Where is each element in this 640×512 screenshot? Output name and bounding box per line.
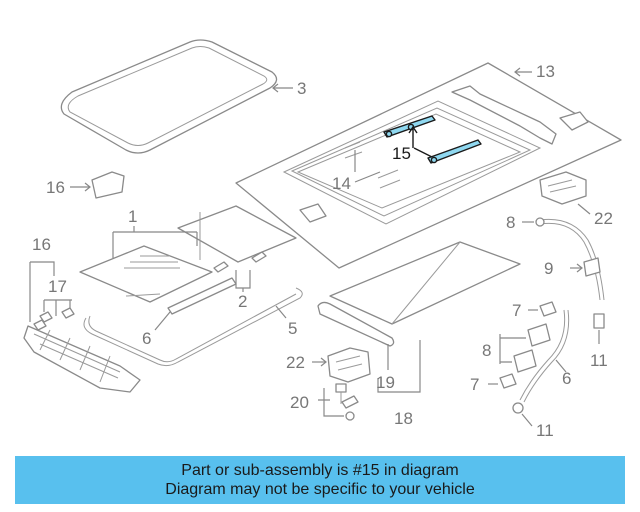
part-17-deflector: [23, 261, 141, 393]
part-6-rear-hose: [519, 309, 570, 403]
callout-2: 2: [238, 292, 247, 311]
callout-5: 5: [288, 319, 297, 338]
callout-15: 15: [392, 144, 411, 163]
callout-16: 16: [46, 178, 65, 197]
part-4-strip: [154, 277, 237, 331]
banner-line-1: Part or sub-assembly is #15 in diagram: [181, 462, 459, 479]
callout-17: 16: [32, 235, 51, 254]
part-11-clamp: [512, 402, 533, 427]
callout-22-lower: 22: [286, 353, 305, 372]
callout-21: 20: [290, 393, 309, 412]
part-7-clips: [488, 301, 557, 389]
part-21-screw: [318, 383, 359, 421]
part-22-motor-upper: [539, 171, 591, 215]
callout-10: 9: [544, 259, 553, 278]
callout-19: 18: [394, 409, 413, 428]
part-12-valve: [593, 313, 605, 344]
callout-14: 14: [332, 174, 351, 193]
parts-diagram: 3 13 15 14 16: [23, 39, 622, 440]
part-3-glass-seal: [60, 39, 293, 154]
part-8-brackets: [499, 323, 551, 373]
callout-8: 8: [482, 341, 491, 360]
callout-1: 1: [128, 207, 137, 226]
part-19-sunshade: [317, 241, 521, 393]
part-1-glass-panels: [79, 205, 297, 303]
callout-7-upper: 7: [512, 301, 521, 320]
part-2-trims: [213, 251, 267, 292]
callout-11: 11: [536, 421, 554, 440]
part-10-clamp: [570, 257, 601, 277]
callout-22-upper: 22: [594, 209, 613, 228]
part-13-frame-sheet: [235, 62, 622, 269]
part-5-weatherstrip: [83, 287, 303, 367]
callout-3: 3: [297, 79, 306, 98]
callout-6: 6: [562, 369, 571, 388]
callout-12: 11: [590, 351, 608, 370]
callout-7-lower: 7: [470, 375, 479, 394]
banner-line-2: Diagram may not be specific to your vehi…: [165, 481, 475, 498]
callout-20: 19: [376, 373, 395, 392]
callout-13: 13: [536, 62, 555, 81]
callout-4: 6: [142, 329, 151, 348]
part-14-brackets: [344, 141, 401, 189]
callout-9: 8: [506, 213, 515, 232]
part-9-drain-hose: [522, 217, 605, 301]
part-15-guide-rails[interactable]: [383, 115, 482, 164]
part-22-motor-lower: [312, 347, 371, 383]
callout-18: 17: [48, 277, 67, 296]
part-16-clip: [70, 171, 125, 199]
diagram-note-banner: Part or sub-assembly is #15 in diagram D…: [15, 456, 625, 504]
